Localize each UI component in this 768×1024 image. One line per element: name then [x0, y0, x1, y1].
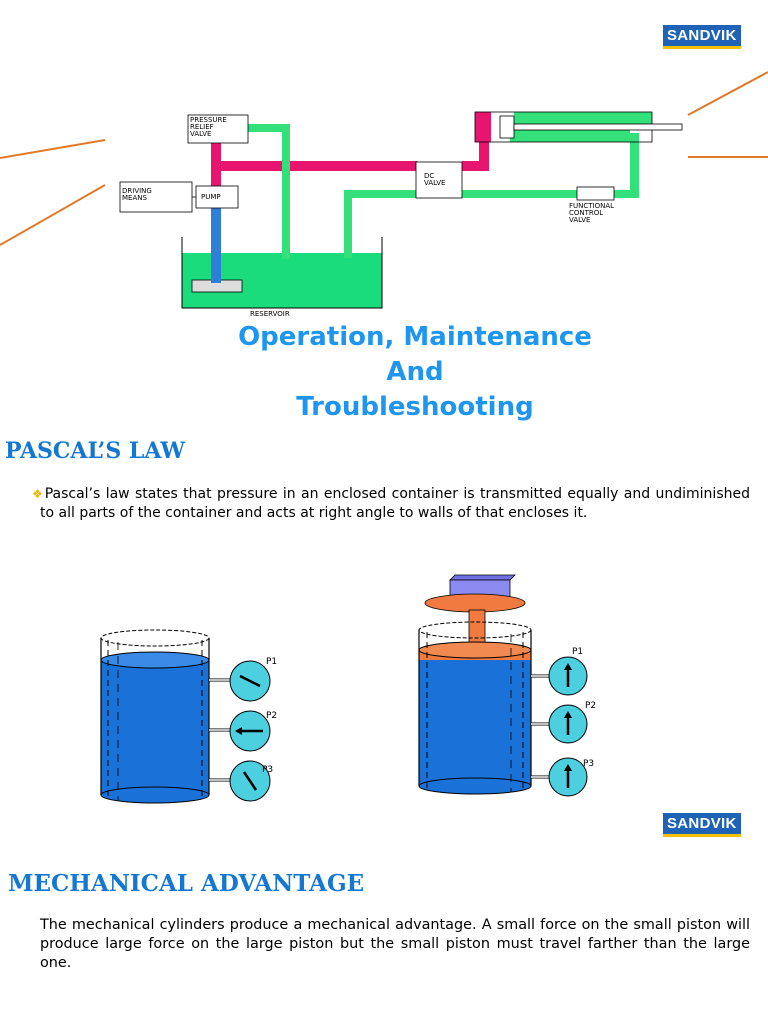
svg-text:VALVE: VALVE [190, 130, 211, 138]
dc-valve [415, 161, 463, 199]
svg-text:VALVE: VALVE [569, 216, 590, 224]
decorative-orange-lines [0, 71, 768, 246]
pressure-lines [211, 112, 491, 190]
diamond-bullet-icon: ❖ [32, 487, 44, 501]
piston-container-figure: P1 P2 P3 [418, 574, 596, 797]
mechanical-advantage-text: The mechanical cylinders produce a mecha… [40, 917, 750, 971]
gauge-p1-icon: P1 [209, 657, 277, 702]
svg-text:RELIEF: RELIEF [190, 123, 214, 131]
gauge-p1-icon: P1 [531, 647, 588, 696]
sandvik-logo-footer: SANDVIK [663, 813, 741, 837]
gauge-p2-icon: P2 [531, 701, 596, 744]
title-line-1: Operation, Maintenance [238, 322, 592, 352]
svg-text:DC: DC [424, 172, 434, 180]
gauge-p3-icon: P3 [531, 757, 594, 797]
svg-text:P1: P1 [572, 647, 583, 657]
svg-text:P1: P1 [266, 657, 277, 667]
pascal-law-text-block: ❖Pascal’s law states that pressure in an… [32, 485, 750, 523]
svg-text:PUMP: PUMP [201, 193, 221, 201]
title-line-2: And [386, 357, 444, 387]
pascal-law-heading: PASCAL’S LAW [5, 438, 186, 464]
gauge-p3-icon: P3 [209, 760, 273, 802]
hydraulic-cylinder [474, 111, 683, 143]
svg-text:PRESSURE: PRESSURE [190, 116, 227, 124]
mechanical-advantage-heading: MECHANICAL ADVANTAGE [8, 870, 365, 897]
svg-text:P3: P3 [262, 765, 273, 775]
hydraulic-circuit-diagram: PRESSURE RELIEF VALVE DRIVING MEANS PUMP… [0, 71, 768, 318]
pascal-law-text: Pascal’s law states that pressure in an … [40, 486, 750, 521]
svg-text:P3: P3 [583, 759, 594, 769]
title-line-3: Troubleshooting [296, 392, 534, 422]
sandvik-logo: SANDVIK [663, 25, 741, 49]
svg-text:CONTROL: CONTROL [569, 209, 603, 217]
page-title: Operation, Maintenance And Troubleshooti… [180, 320, 650, 425]
svg-text:P2: P2 [266, 711, 277, 721]
suction-line [211, 205, 221, 283]
svg-text:FUNCTIONAL: FUNCTIONAL [569, 202, 614, 210]
pressure-relief-valve [187, 114, 249, 144]
functional-control-valve [576, 186, 615, 201]
svg-text:MEANS: MEANS [122, 194, 147, 202]
open-container-figure: P1 P2 P3 [100, 629, 277, 804]
svg-text:DRIVING: DRIVING [122, 187, 152, 195]
gauge-p2-icon: P2 [209, 710, 277, 752]
svg-text:VALVE: VALVE [424, 179, 445, 187]
svg-text:RESERVOIR: RESERVOIR [250, 310, 290, 318]
svg-text:P2: P2 [585, 701, 596, 711]
